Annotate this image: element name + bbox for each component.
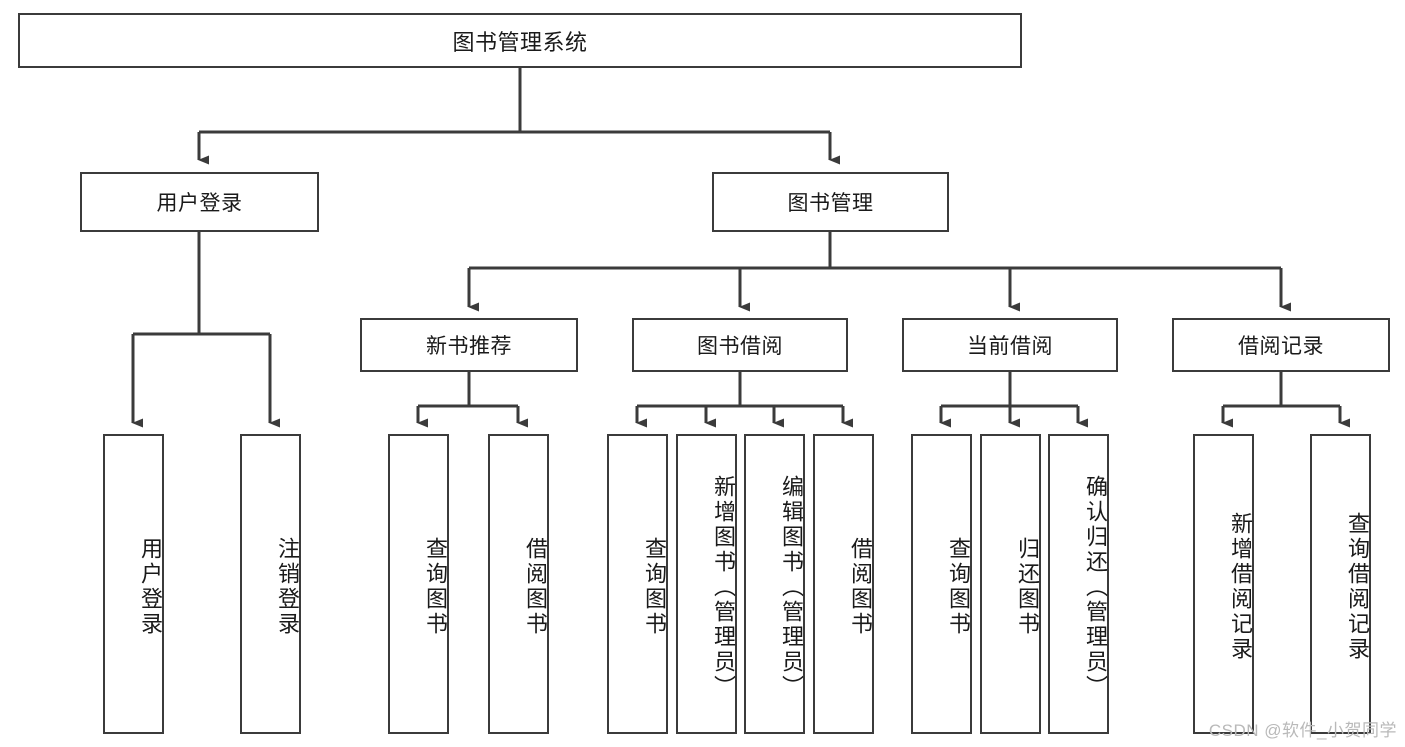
leaf-borrow-record-add[interactable]: 新增借阅记录 bbox=[1193, 434, 1254, 734]
node-label: 新书推荐 bbox=[426, 335, 512, 358]
node-label: 图书管理 bbox=[787, 192, 874, 215]
leaf-book-borrow-borrow[interactable]: 借阅图书 bbox=[813, 434, 874, 734]
node-label: 图书管理系统 bbox=[452, 29, 588, 55]
node-label: 归还图书 bbox=[1015, 537, 1040, 637]
node-root-system[interactable]: 图书管理系统 bbox=[18, 13, 1022, 68]
node-user-login[interactable]: 用户登录 bbox=[80, 172, 319, 232]
node-new-book-recommend[interactable]: 新书推荐 bbox=[360, 318, 578, 372]
leaf-current-borrow-return[interactable]: 归还图书 bbox=[980, 434, 1041, 734]
leaf-user-login-login[interactable]: 用户登录 bbox=[103, 434, 164, 734]
node-label: 图书借阅 bbox=[697, 335, 783, 358]
node-label: 当前借阅 bbox=[967, 335, 1053, 358]
node-label: 注销登录 bbox=[275, 537, 300, 637]
node-label: 编辑图书（管理员） bbox=[779, 474, 804, 700]
node-borrow-record[interactable]: 借阅记录 bbox=[1172, 318, 1390, 372]
node-label: 借阅记录 bbox=[1238, 335, 1324, 358]
node-label: 借阅图书 bbox=[848, 537, 873, 637]
node-label: 确认归还（管理员） bbox=[1083, 474, 1108, 700]
node-label: 查询图书 bbox=[423, 537, 448, 637]
leaf-book-borrow-add[interactable]: 新增图书（管理员） bbox=[676, 434, 737, 734]
node-label: 查询图书 bbox=[946, 537, 971, 637]
node-label: 用户登录 bbox=[156, 192, 243, 215]
leaf-book-borrow-edit[interactable]: 编辑图书（管理员） bbox=[744, 434, 805, 734]
node-label: 查询图书 bbox=[642, 537, 667, 637]
leaf-current-borrow-query[interactable]: 查询图书 bbox=[911, 434, 972, 734]
leaf-book-borrow-query[interactable]: 查询图书 bbox=[607, 434, 668, 734]
node-book-management[interactable]: 图书管理 bbox=[712, 172, 949, 232]
node-label: 新增图书（管理员） bbox=[711, 474, 736, 700]
node-label: 借阅图书 bbox=[523, 537, 548, 637]
node-book-borrow[interactable]: 图书借阅 bbox=[632, 318, 848, 372]
csdn-watermark: CSDN @软件_小贺同学 bbox=[1208, 721, 1397, 740]
leaf-current-borrow-confirm-return[interactable]: 确认归还（管理员） bbox=[1048, 434, 1109, 734]
leaf-borrow-record-query[interactable]: 查询借阅记录 bbox=[1310, 434, 1371, 734]
node-label: 用户登录 bbox=[138, 537, 163, 637]
node-current-borrow[interactable]: 当前借阅 bbox=[902, 318, 1118, 372]
leaf-new-book-query[interactable]: 查询图书 bbox=[388, 434, 449, 734]
leaf-new-book-borrow[interactable]: 借阅图书 bbox=[488, 434, 549, 734]
leaf-user-login-logout[interactable]: 注销登录 bbox=[240, 434, 301, 734]
node-label: 查询借阅记录 bbox=[1345, 512, 1370, 662]
node-label: 新增借阅记录 bbox=[1228, 512, 1253, 662]
